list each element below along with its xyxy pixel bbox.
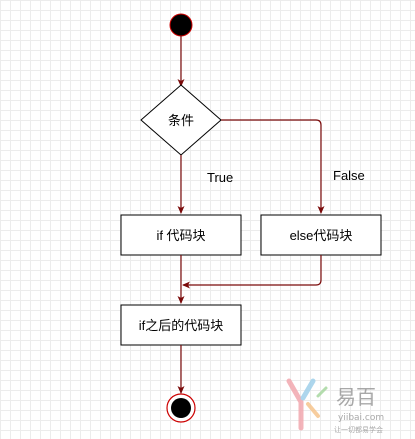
else-block-label: else代码块 — [290, 228, 353, 243]
arrow-else-to-merge — [182, 255, 322, 289]
after-block — [120, 304, 242, 346]
yiibai-logo-icon — [286, 378, 328, 431]
if-block — [120, 214, 242, 256]
if-block-label: if 代码块 — [156, 228, 205, 243]
condition-label: 条件 — [168, 113, 194, 128]
watermark-slogan: 让一切都易学会 — [334, 425, 383, 434]
false-label: False — [333, 168, 365, 183]
watermark-brand: 易百 — [336, 385, 376, 409]
start-node — [169, 13, 193, 37]
after-block-label: if之后的代码块 — [139, 318, 224, 333]
true-label: True — [207, 170, 233, 185]
else-block — [260, 214, 382, 256]
end-node-core — [171, 398, 191, 418]
watermark-url: yiibai.com — [338, 413, 384, 423]
arrow-false-branch — [221, 119, 325, 214]
yiibai-watermark: 易百 yiibai.com 让一切都易学会 — [286, 378, 384, 434]
